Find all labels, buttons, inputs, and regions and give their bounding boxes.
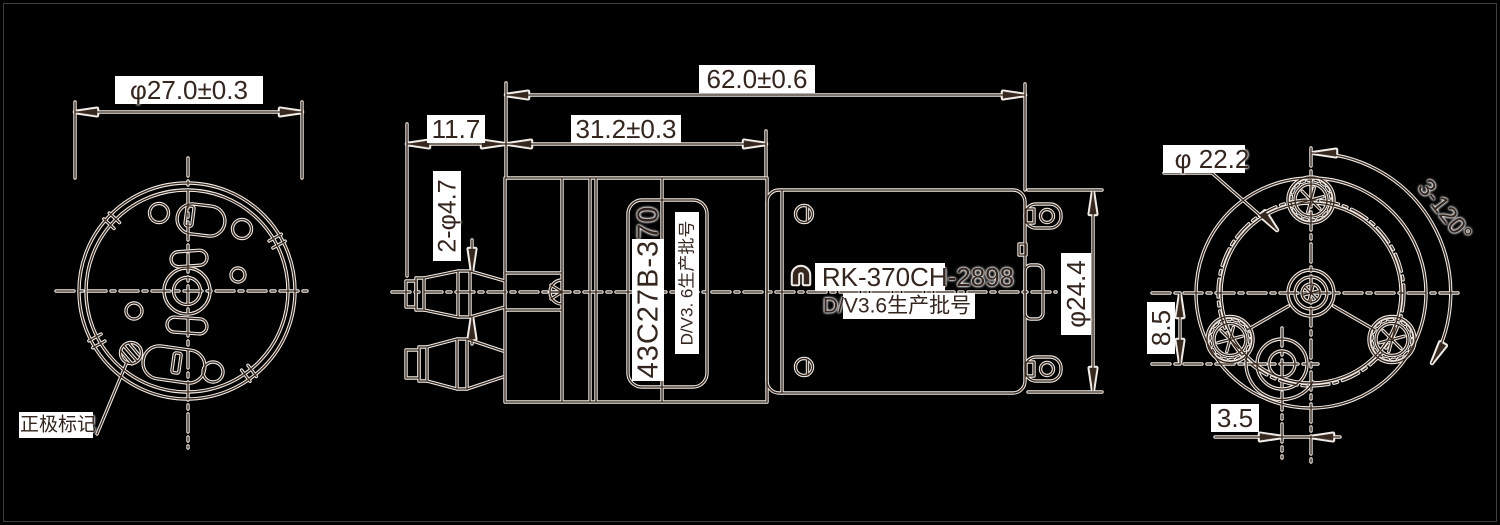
motor-batch-text: D/V3.6生产批号 — [822, 294, 972, 318]
nozzle-upper — [405, 270, 506, 318]
dimension-arrow — [1176, 339, 1184, 363]
rim-notch — [92, 340, 106, 349]
label-chip — [815, 263, 945, 291]
label-chip — [699, 65, 815, 93]
dimension-arrow — [1310, 433, 1334, 441]
rim-notch — [88, 333, 102, 342]
polarity-mark-label: 正极标记 — [19, 414, 97, 436]
label-chip — [843, 293, 975, 319]
dim-offset-h: 3.5 — [1216, 403, 1254, 433]
dimension-arrow — [468, 248, 476, 272]
screw — [1368, 315, 1416, 364]
left-end-view — [55, 101, 313, 449]
polarity-leader-line — [96, 361, 128, 435]
motor-model-text: RK-370CH-2898 — [821, 262, 1015, 292]
dimension-arrow — [1259, 433, 1283, 441]
screw — [1371, 318, 1413, 361]
rim-notch — [272, 240, 286, 249]
dimension-arrow — [1002, 91, 1026, 99]
dim-total-length: 62.0±0.6 — [706, 64, 808, 94]
label-chip — [1147, 302, 1175, 354]
dim-motor-diameter: φ24.4 — [1061, 260, 1091, 328]
dimension-arrow — [505, 91, 529, 99]
dimension-arrow — [406, 140, 430, 148]
sticker-batch-text: D/V3. 6生产批号 — [677, 220, 697, 346]
dimension-arrow — [1089, 367, 1097, 391]
screw-cross — [1301, 190, 1321, 210]
screw — [1209, 318, 1251, 361]
rim-notch — [268, 233, 282, 242]
dimension-arrow — [468, 316, 476, 340]
dimension-arrow — [481, 140, 505, 148]
dim-nozzle-diameter: 2-φ4.7 — [433, 179, 462, 253]
dim-nozzle-length: 11.7 — [431, 114, 481, 144]
label-chip — [427, 115, 485, 143]
dimension-arrow — [1431, 342, 1447, 364]
label-chip — [1211, 404, 1259, 432]
screw — [1294, 183, 1328, 217]
dim-offset-v: 8.5 — [1146, 309, 1176, 347]
sticker-model-text: 43C27B-370 — [632, 205, 665, 379]
side-view — [390, 81, 1104, 404]
screw-angle-arc — [1310, 152, 1452, 364]
nozzle-lower — [405, 338, 504, 390]
dimension-arrow — [508, 140, 532, 148]
label-chip — [571, 115, 681, 143]
dim-gearbox-length: 31.2±0.3 — [575, 114, 677, 144]
rim-notch — [103, 218, 115, 230]
dimension-arrow — [1313, 149, 1337, 157]
rim-notch — [108, 212, 121, 224]
screw — [1206, 315, 1254, 364]
rim-notch — [247, 364, 258, 378]
label-chip — [1061, 253, 1091, 335]
terminal-lower — [1024, 356, 1062, 382]
dimension-arrow — [74, 108, 98, 116]
label-chip — [19, 412, 93, 438]
screw — [1287, 176, 1335, 224]
label-chip — [1163, 145, 1245, 173]
dim-bolt-circle: φ 22.2 — [1174, 144, 1250, 174]
screw — [1290, 179, 1332, 221]
rim-notch — [240, 369, 251, 382]
dimension-arrow — [1176, 294, 1184, 318]
label-chip — [433, 171, 461, 261]
dimension-arrow — [279, 108, 303, 116]
sticker-outline — [627, 199, 708, 388]
side-view — [391, 82, 1103, 403]
screw-cross — [1220, 329, 1240, 350]
magnet-logo-icon — [792, 266, 810, 285]
screw-cross — [1382, 329, 1402, 350]
terminal-upper — [1024, 203, 1062, 229]
dimension-arrow — [743, 140, 767, 148]
left-end-view — [54, 100, 314, 450]
label-chip — [632, 239, 664, 381]
dimension-arrow — [1089, 191, 1097, 215]
screw — [1375, 322, 1409, 357]
right-end-view — [1151, 147, 1463, 463]
screw — [1213, 322, 1247, 357]
label-chip — [675, 212, 699, 354]
screw-cross — [1304, 286, 1318, 300]
dim-left-diameter: φ27.0±0.3 — [130, 75, 248, 105]
dimension-arrow — [1259, 211, 1278, 231]
label-chip — [115, 76, 263, 104]
